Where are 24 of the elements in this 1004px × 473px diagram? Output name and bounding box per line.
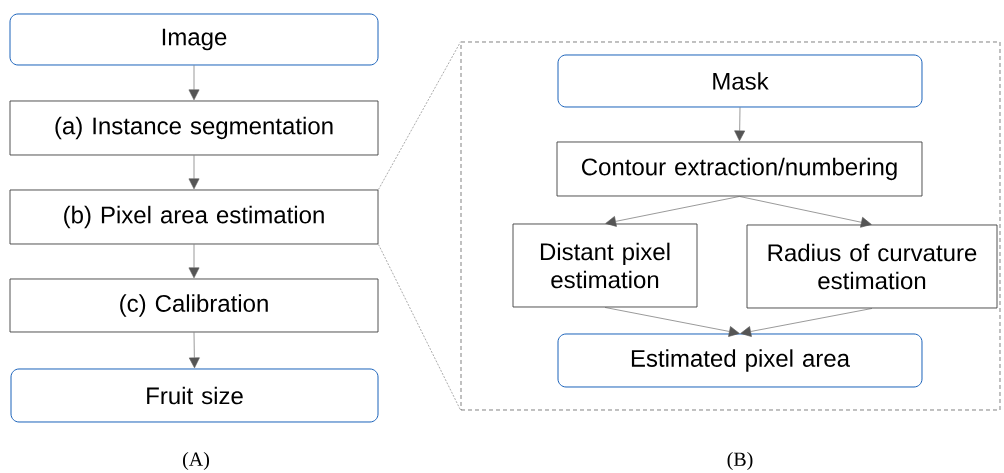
panel-label: (B) <box>727 451 753 471</box>
terminal-box: Mask <box>557 54 923 108</box>
process-box: Contour extraction/numbering <box>556 141 923 197</box>
terminal-box: Fruit size <box>10 368 379 423</box>
arrow <box>605 196 740 227</box>
process-box: (a) Instance segmentation <box>9 100 379 156</box>
process-box: (c) Calibration <box>9 278 379 333</box>
zoom-frame <box>460 41 1001 411</box>
process-box: Radius of curvature estimation <box>746 224 998 309</box>
zoom-line <box>378 41 461 190</box>
terminal-box: Image <box>9 13 379 66</box>
process-box: (b) Pixel area estimation <box>9 189 379 245</box>
arrow <box>188 244 200 279</box>
arrow <box>734 107 746 142</box>
arrow <box>188 155 200 190</box>
arrow <box>739 196 872 228</box>
panel-label: (A) <box>183 451 209 471</box>
terminal-box: Estimated pixel area <box>557 333 923 388</box>
arrow <box>740 308 873 337</box>
process-box: Distant pixel estimation <box>512 223 698 308</box>
arrow <box>604 307 740 337</box>
zoom-line <box>378 244 461 411</box>
arrow <box>189 332 200 369</box>
arrow <box>188 65 200 101</box>
